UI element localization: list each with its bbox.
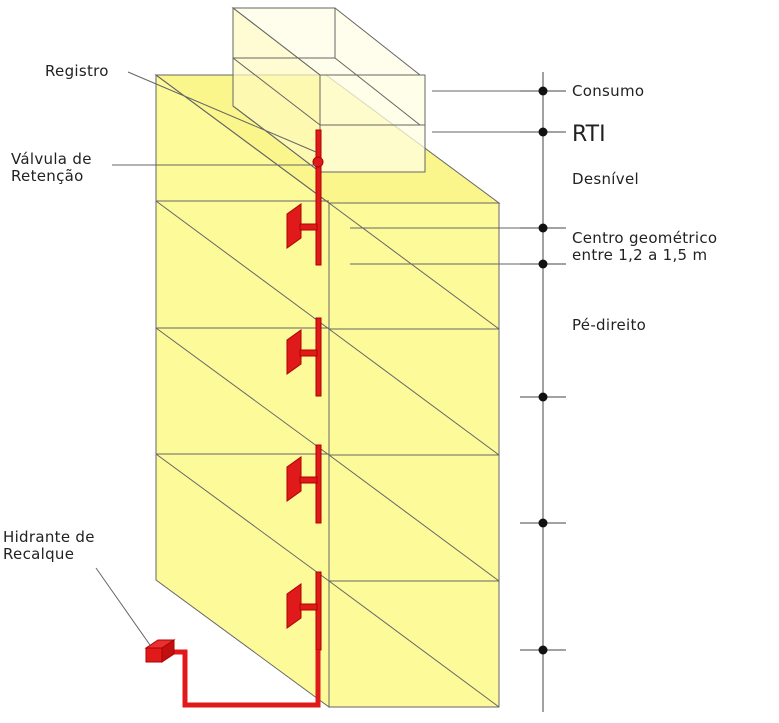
dimension-dots <box>538 86 548 655</box>
label-centro-1: Centro geométrico <box>572 229 717 247</box>
hose-cabinet <box>286 456 318 502</box>
label-hidrante-2: Recalque <box>3 545 74 563</box>
tank-edge <box>232 105 321 173</box>
riser-pipe <box>315 317 322 397</box>
floor-line <box>155 327 330 456</box>
tank-edge <box>232 57 321 126</box>
left-leader-lines <box>95 71 317 646</box>
label-rti: RTI <box>572 122 606 147</box>
floor-diagonal <box>328 580 500 708</box>
riser-pipe <box>315 444 322 524</box>
label-desnivel: Desnível <box>572 170 639 188</box>
hose-cabinet <box>286 329 318 375</box>
fire-piping <box>144 129 324 708</box>
riser-pipe <box>315 129 322 266</box>
axis-dot <box>538 518 548 528</box>
label-centro-2: entre 1,2 a 1,5 m <box>572 246 707 264</box>
feed-pipe <box>170 649 321 708</box>
floor-line <box>155 200 330 330</box>
recalque-hydrant <box>144 639 176 663</box>
dimension-axis <box>520 72 566 712</box>
reservoir-tank <box>231 6 426 174</box>
axis-dot <box>538 259 548 269</box>
floor-diagonal <box>328 328 500 456</box>
label-registro: Registro <box>45 62 109 80</box>
axis-dot <box>538 392 548 402</box>
label-valvula-2: Retenção <box>11 167 84 185</box>
axis-dot <box>538 223 548 233</box>
hose-cabinet <box>286 583 318 629</box>
riser-pipe <box>315 571 322 651</box>
floor-diagonal <box>328 202 500 330</box>
tank-edge <box>334 57 421 126</box>
axis-dot <box>538 645 548 655</box>
hose-cabinet <box>286 203 318 249</box>
label-pe-direito: Pé-direito <box>572 316 646 334</box>
axis-dot <box>538 127 548 137</box>
axis-dot <box>538 86 548 96</box>
tank-front-face <box>319 74 426 173</box>
floor-diagonal <box>328 454 500 582</box>
label-hidrante-1: Hidrante de <box>3 528 95 546</box>
label-valvula-1: Válvula de <box>11 150 92 168</box>
floor-line <box>155 453 330 582</box>
label-consumo: Consumo <box>572 82 644 100</box>
